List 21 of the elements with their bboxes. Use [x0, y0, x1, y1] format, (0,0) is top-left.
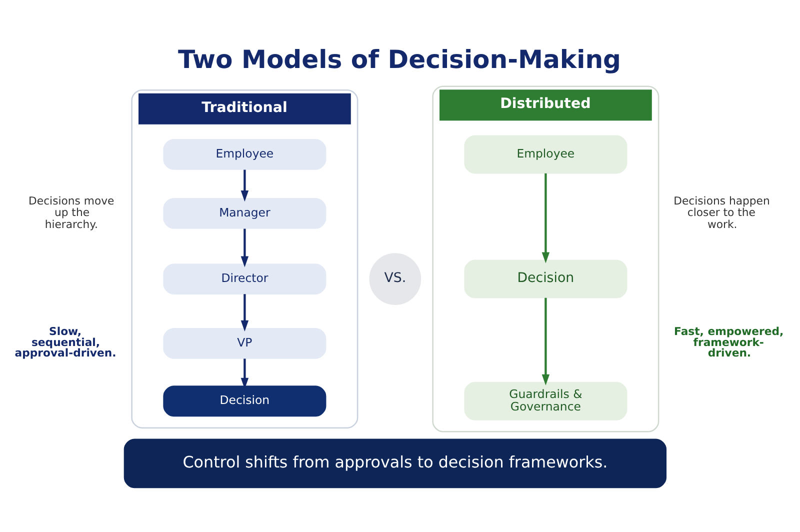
node-box: VP	[163, 327, 326, 358]
node-box: Manager	[163, 197, 326, 228]
label: Slow, sequential, approval-driven.	[14, 324, 116, 360]
node-box: Director	[163, 263, 326, 294]
node-box: Control shifts from approvals to decision frameworks.	[124, 438, 667, 488]
arrow	[240, 294, 249, 331]
arrow	[542, 297, 550, 385]
arrow	[542, 172, 550, 263]
node-box: Employee	[163, 138, 326, 170]
label: Decisions move up the hierarchy.	[28, 194, 114, 230]
node-box: Decision	[163, 385, 326, 416]
node-circle: VS.	[369, 252, 422, 304]
arrow	[240, 358, 249, 388]
label: Fast, empowered, framework-driven.	[674, 324, 784, 360]
node-box: Decision	[464, 259, 628, 298]
arrow	[240, 169, 249, 202]
label: Decisions happen closer to the work.	[674, 194, 770, 230]
node-box: Guardrails & Governance	[464, 381, 628, 420]
diagram-title: Two Models of Decision-Making	[178, 44, 622, 74]
node-box: Employee	[464, 134, 628, 174]
arrow	[240, 228, 249, 267]
